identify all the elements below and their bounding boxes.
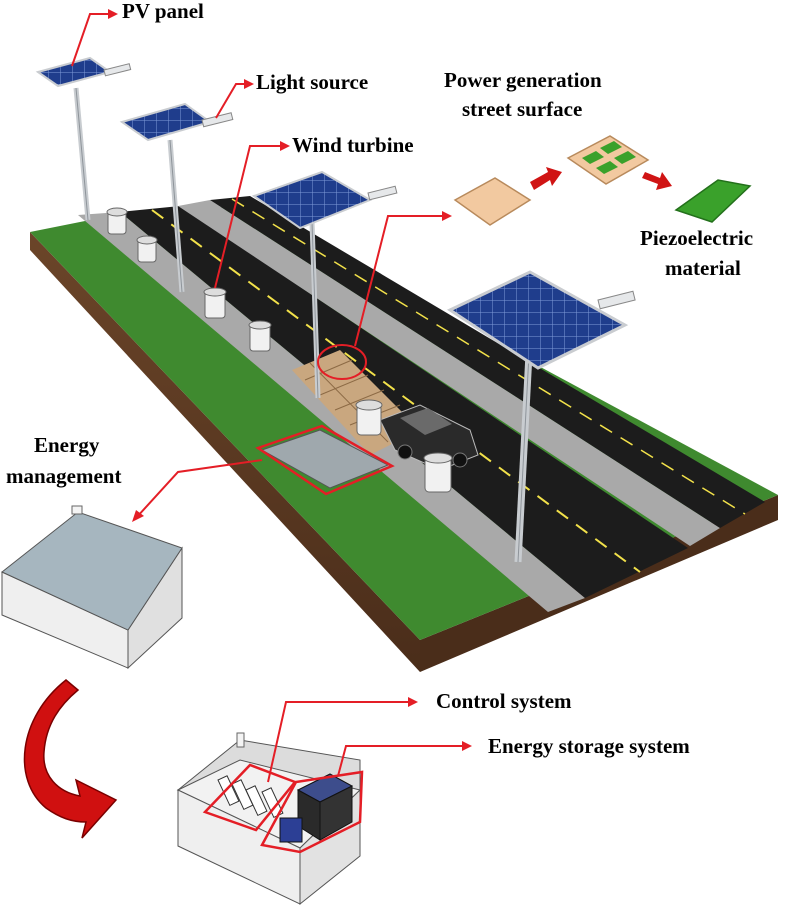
energy-management-box [1, 505, 183, 670]
street-light-1 [35, 56, 132, 221]
wind-turbines [106, 207, 453, 493]
soil-front [30, 232, 420, 672]
street-light-4 [446, 270, 636, 563]
callout-light-source [215, 83, 248, 119]
callout-pv-panel [71, 13, 112, 67]
red-arrow-1 [530, 167, 562, 190]
wind-turbine-6 [423, 452, 453, 493]
callout-lines [71, 9, 472, 783]
label-power-generation-line2: street surface [462, 97, 582, 121]
open-control-box [176, 732, 364, 906]
label-energy-management-line1: Energy [34, 433, 100, 457]
callout-control-system [267, 701, 412, 783]
car [379, 404, 479, 471]
energy-pit-highlight [255, 424, 395, 496]
label-piezoelectric-line2: material [665, 256, 741, 280]
label-wind-turbine: Wind turbine [292, 133, 414, 157]
label-pv-panel: PV panel [122, 0, 204, 23]
callout-power-generation [354, 215, 446, 347]
labels: PV panel Light source Wind turbine Power… [6, 0, 753, 758]
lamp-head-4 [597, 290, 636, 310]
curved-arrow [23, 679, 118, 839]
road-centre-line [151, 209, 641, 573]
label-control-system: Control system [436, 689, 572, 713]
callout-energy-storage [337, 745, 466, 777]
street-lights [35, 56, 636, 563]
wind-turbine-2 [136, 235, 158, 263]
pv-panel-2 [119, 102, 213, 142]
asphalt-road-far [210, 196, 765, 528]
piezo-road-highlight [317, 344, 367, 380]
pv-panel-4 [446, 270, 629, 370]
piezo-detail [453, 135, 752, 226]
piezo-base-board [453, 177, 532, 226]
label-energy-management-line2: management [6, 464, 121, 488]
wind-turbine-3 [203, 287, 227, 319]
control-box-hinge [236, 732, 245, 748]
asphalt-road [120, 206, 688, 598]
box-latch [71, 505, 83, 515]
piezo-assembled-board [566, 135, 650, 185]
wind-turbine-4 [248, 320, 272, 352]
energy-storage-highlight [260, 770, 364, 854]
road-centre-line-far [231, 198, 746, 515]
label-piezoelectric-line1: Piezoelectric [640, 226, 753, 250]
street-light-2 [119, 102, 234, 293]
label-power-generation-line1: Power generation [444, 68, 602, 92]
control-modules [217, 775, 284, 819]
lamp-head-3 [367, 185, 398, 201]
piezo-green-sheet [674, 179, 752, 223]
callout-wind-turbine [214, 145, 284, 289]
box-lid [1, 511, 183, 631]
wind-turbine-5 [355, 399, 383, 436]
red-arrow-2 [642, 172, 672, 190]
wind-turbine-1 [106, 207, 128, 235]
callout-energy-management [135, 459, 263, 519]
label-energy-storage-system: Energy storage system [488, 734, 690, 758]
label-light-source: Light source [256, 70, 368, 94]
street-light-3 [251, 170, 398, 399]
lamp-head-1 [103, 63, 132, 77]
